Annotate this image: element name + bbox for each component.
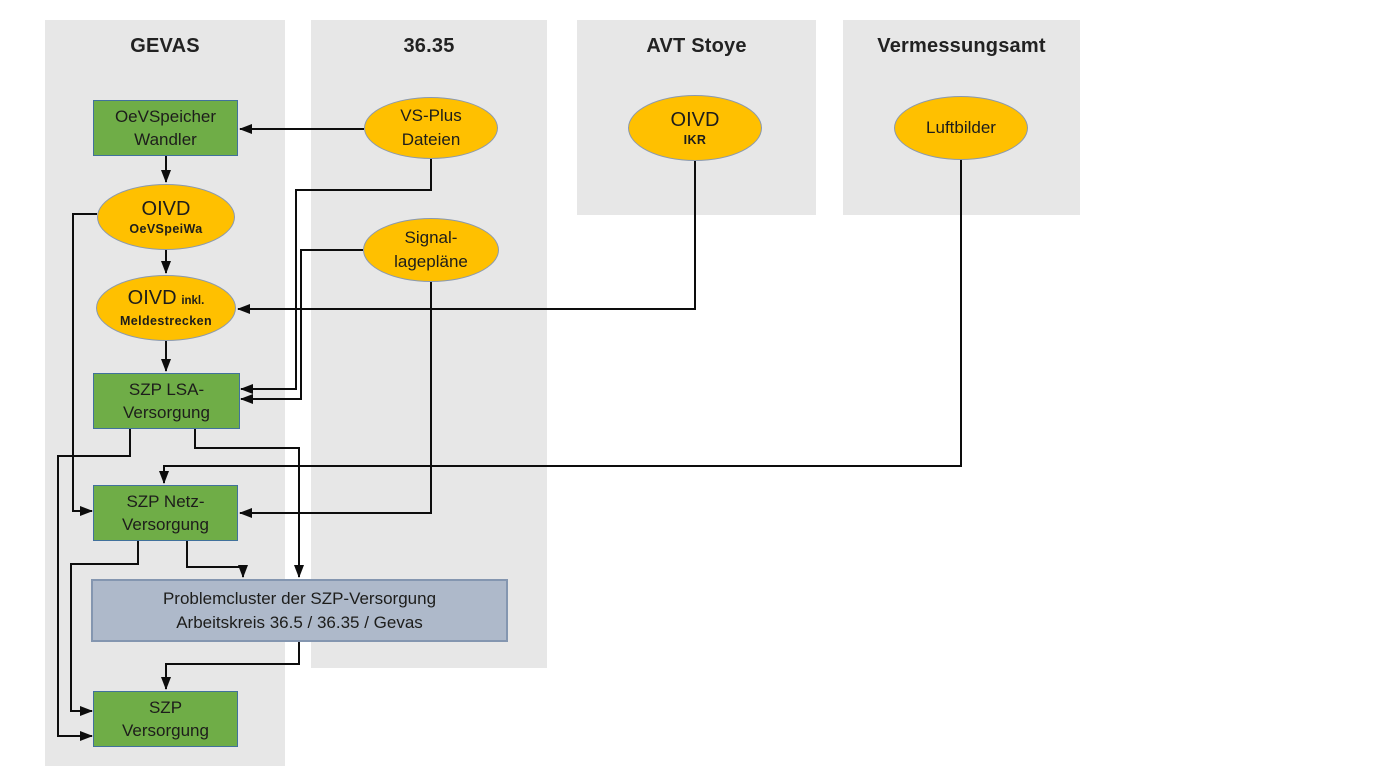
column-header: 36.35	[403, 35, 455, 57]
node-label: Wandler	[134, 130, 197, 149]
node-label: Versorgung	[122, 721, 209, 740]
column-header: AVT Stoye	[646, 35, 747, 57]
node-label: OIVD	[141, 197, 191, 220]
node-oivd-oevspeiwa: OIVD OeVSpeiWa	[97, 184, 235, 250]
node-label: lagepläne	[394, 252, 468, 271]
node-label: Versorgung	[123, 403, 210, 422]
edge-signal-to-lsa	[240, 249, 363, 404]
node-label: OeVSpeicher	[114, 107, 217, 126]
node-szp-lsa-versorgung: SZP LSA- Versorgung	[93, 373, 240, 429]
node-label: SZP LSA-	[128, 380, 205, 399]
node-sublabel: Meldestrecken	[119, 314, 213, 328]
edge-ikr-to-oivd2	[237, 161, 696, 314]
column-avt-stoye: AVT Stoye	[577, 20, 816, 215]
node-label-main: OIVD	[127, 287, 177, 309]
node-label: OIVD inkl.	[128, 286, 205, 313]
node-label: Luftbilder	[926, 118, 996, 137]
edge-netz-to-problemcluster	[186, 541, 248, 578]
column-header: Vermessungsamt	[877, 35, 1046, 57]
node-label: Arbeitskreis 36.5 / 36.35 / Gevas	[176, 612, 423, 632]
column-header: GEVAS	[130, 35, 200, 57]
node-oivd-meldestrecken: OIVD inkl. Meldestrecken	[96, 275, 236, 341]
edge-signal-to-netz	[239, 282, 432, 518]
node-vs-plus-dateien: VS-Plus Dateien	[364, 97, 498, 159]
edge-lsa-to-problemcluster	[194, 429, 304, 578]
node-signallageplaene: Signal- lagepläne	[363, 218, 499, 282]
node-oivd-ikr: OIVD IKR	[628, 95, 762, 161]
node-sublabel: IKR	[683, 132, 707, 147]
node-oevspeicher-wandler: OeVSpeicher Wandler	[93, 100, 238, 156]
node-label: OIVD	[670, 108, 720, 131]
node-szp-netz-versorgung: SZP Netz- Versorgung	[93, 485, 238, 541]
edge-netz-to-szpversorgung	[70, 541, 139, 716]
edge-problemcluster-to-szpversorgung	[161, 642, 300, 690]
edge-luftbilder-to-netz	[159, 160, 962, 484]
node-label-suffix: inkl.	[181, 295, 205, 307]
node-label: Dateien	[401, 130, 461, 149]
node-szp-versorgung: SZP Versorgung	[93, 691, 238, 747]
edge-oivd1-to-netz	[72, 213, 97, 516]
edge-lsa-to-szpversorgung	[57, 429, 131, 741]
node-label: Signal-	[404, 228, 458, 247]
node-label: Problemcluster der SZP-Versorgung	[162, 588, 437, 608]
node-luftbilder: Luftbilder	[894, 96, 1028, 160]
node-sublabel: OeVSpeiWa	[129, 221, 203, 236]
edge-vsplus-to-lsa	[240, 159, 432, 394]
node-problemcluster: Problemcluster der SZP-Versorgung Arbeit…	[91, 579, 508, 642]
node-label: VS-Plus	[400, 106, 462, 125]
node-label: SZP Netz-	[126, 492, 205, 511]
node-label: Versorgung	[122, 515, 209, 534]
node-label: SZP	[148, 698, 183, 717]
